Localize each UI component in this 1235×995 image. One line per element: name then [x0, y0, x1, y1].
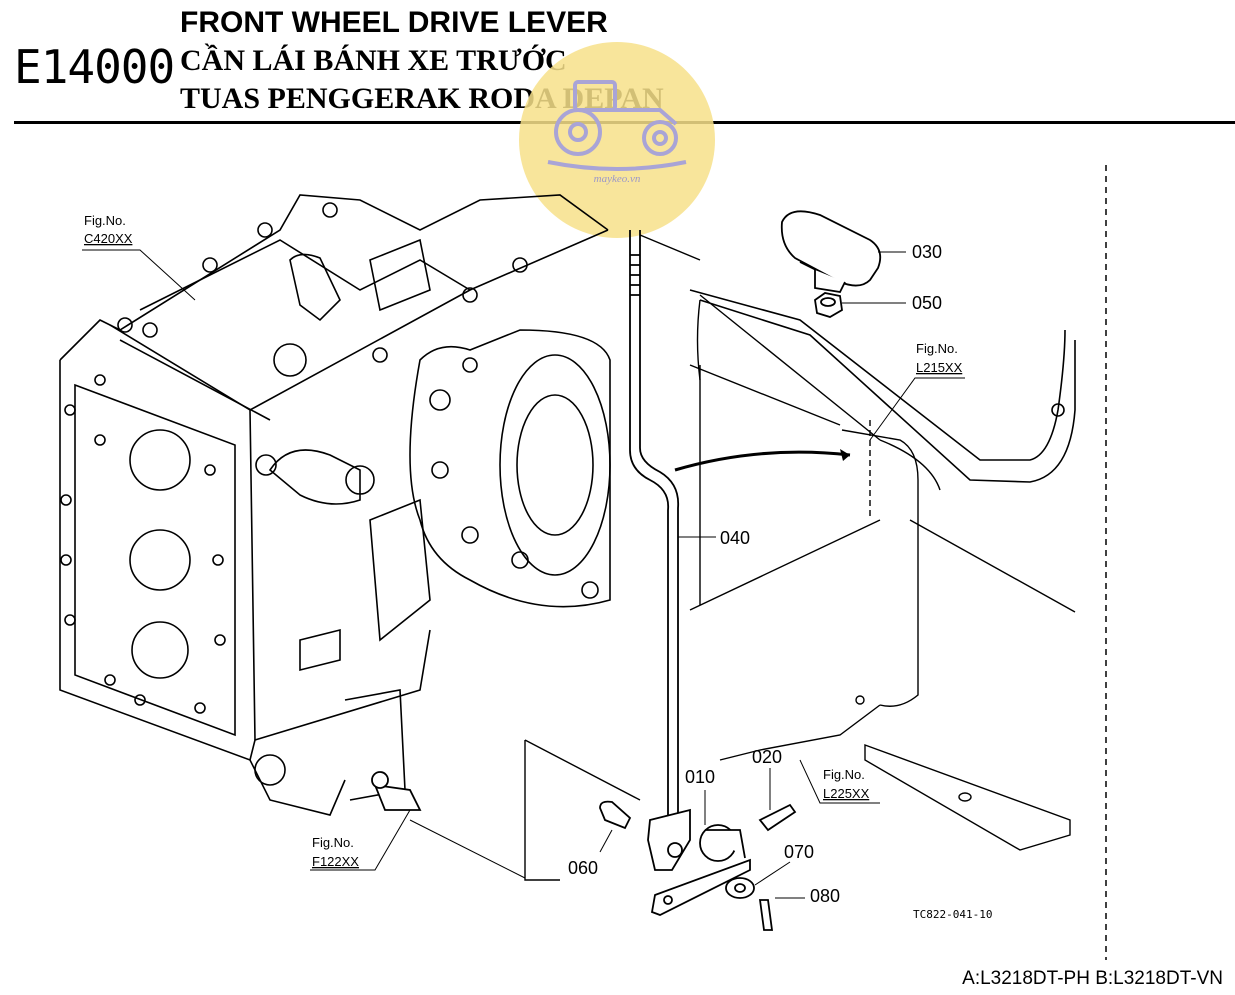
leader-lines: [82, 249, 965, 899]
part-label-050: 050: [912, 293, 942, 313]
model-footer: A:L3218DT-PH B:L3218DT-VN: [962, 968, 1223, 989]
fig-ref-code-3: L225XX: [823, 786, 870, 801]
part-label-060: 060: [568, 858, 598, 878]
lever-bracket: [647, 808, 751, 916]
diagram-reference: TC822-041-10: [913, 908, 992, 921]
part-label-080: 080: [810, 886, 840, 906]
lever-knob: [780, 210, 882, 293]
fig-ref-code-4: F122XX: [312, 854, 359, 869]
part-label-040: 040: [720, 528, 750, 548]
panel-outline: [524, 234, 1076, 881]
fig-ref-label-4: Fig.No.: [312, 835, 354, 850]
part-label-010: 010: [685, 767, 715, 787]
title-vietnamese: CẦN LÁI BÁNH XE TRƯỚC: [180, 44, 567, 77]
fig-ref-code-2: L215XX: [916, 360, 963, 375]
watermark-logo: maykeo.vn: [519, 42, 715, 238]
motion-arrowhead: [840, 449, 850, 461]
transmission-housing: [59, 194, 611, 816]
lever-rod: [629, 230, 680, 815]
part-label-020: 020: [752, 747, 782, 767]
title-english: FRONT WHEEL DRIVE LEVER: [180, 6, 608, 39]
lever-guide-bar: [689, 289, 1076, 483]
part-label-030: 030: [912, 242, 942, 262]
section-code: E14000: [14, 40, 175, 94]
fig-ref-code-1: C420XX: [84, 231, 133, 246]
lock-nut: [814, 292, 843, 318]
part-label-070: 070: [784, 842, 814, 862]
fig-ref-label-3: Fig.No.: [823, 767, 865, 782]
fig-ref-label-1: Fig.No.: [84, 213, 126, 228]
watermark-text: maykeo.vn: [594, 173, 641, 185]
fig-ref-label-2: Fig.No.: [916, 341, 958, 356]
pin-parts: [371, 771, 797, 931]
motion-arrow: [674, 450, 851, 472]
